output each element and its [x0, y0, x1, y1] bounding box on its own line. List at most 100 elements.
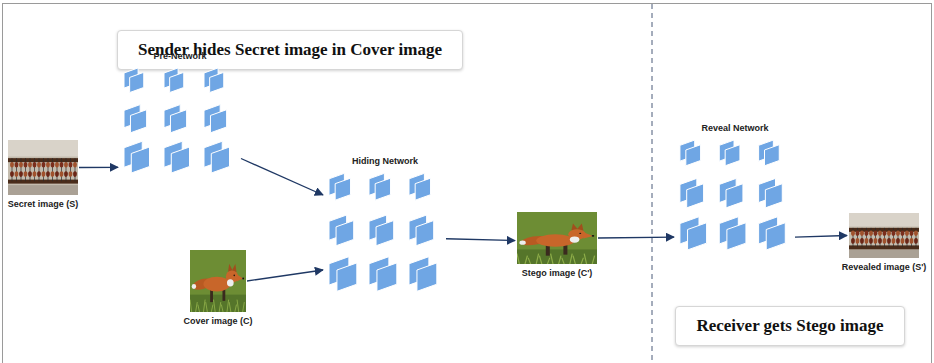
grass-blade — [214, 300, 216, 312]
network-layer-block — [170, 72, 184, 92]
abacus-bead — [33, 171, 37, 177]
abacus-rod — [70, 158, 71, 181]
network-layer-block — [211, 147, 229, 173]
abacus-bead — [878, 230, 882, 236]
grass-blade — [551, 254, 553, 264]
abacus-rod — [61, 158, 62, 181]
grass-blade — [547, 258, 549, 264]
caption: Cover image (C) — [183, 315, 252, 327]
caption: Secret image (S) — [8, 198, 79, 210]
network-layer-block — [417, 263, 437, 291]
network-icon — [325, 170, 445, 295]
abacus-bead — [60, 162, 64, 168]
grass-foreground — [517, 249, 597, 264]
grass-blade — [221, 305, 223, 312]
flow-arrow — [247, 270, 323, 281]
network-layer-block — [376, 221, 394, 246]
network-layer-block — [130, 110, 146, 133]
abacus-bead — [901, 230, 905, 236]
abacus-bead — [851, 238, 855, 244]
network-block: Reveal Network — [676, 122, 794, 252]
fox-eye — [579, 233, 581, 234]
image-box: Revealed image (S') — [842, 213, 927, 273]
network-layer-block — [130, 72, 144, 92]
network-layer-block — [171, 147, 189, 173]
photo-floor — [849, 250, 919, 258]
grass-blade — [525, 256, 527, 264]
abacus-bead — [892, 238, 896, 244]
abacus-bar — [8, 158, 78, 162]
abacus-bead — [869, 238, 873, 244]
abacus-rod — [39, 158, 40, 181]
abacus-bead — [15, 162, 19, 168]
abacus-bead — [46, 171, 50, 177]
photo — [517, 212, 597, 264]
abacus-rod — [57, 158, 58, 181]
abacus-bead — [860, 230, 864, 236]
outer-frame — [3, 4, 932, 363]
abacus-bead — [878, 238, 882, 244]
grass-blade — [517, 254, 519, 264]
grass-blade — [536, 254, 538, 264]
network-layer-block — [131, 147, 149, 173]
caption: Revealed image (S') — [842, 261, 927, 273]
grass-foreground — [190, 295, 246, 312]
abacus-rod — [16, 158, 17, 181]
flow-arrow — [598, 236, 674, 238]
network-layer-block — [415, 178, 430, 200]
network-icon — [120, 65, 240, 175]
abacus-bead — [896, 230, 900, 236]
abacus-bead — [28, 171, 32, 177]
abacus-rod — [25, 158, 26, 181]
photo-wall — [849, 213, 919, 227]
abacus-bead — [10, 162, 14, 168]
network-layer-block — [210, 110, 226, 133]
abacus-bead — [892, 230, 896, 236]
fox-chest — [570, 236, 580, 242]
abacus-rod — [66, 158, 67, 181]
grass-blade — [198, 305, 200, 312]
abacus-bead — [42, 162, 46, 168]
abacus-rod — [48, 158, 49, 181]
abacus-bead — [69, 171, 73, 177]
abacus-bead — [51, 171, 55, 177]
abacus-bead — [856, 238, 860, 244]
abacus-bead — [73, 171, 77, 177]
abacus-bead — [914, 238, 918, 244]
abacus-bead — [60, 171, 64, 177]
abacus-bead — [865, 238, 869, 244]
abacus-bead — [865, 230, 869, 236]
abacus-bead — [69, 162, 73, 168]
network-layer-block — [727, 223, 746, 250]
heading-box: Sender hides Secret image in Cover image — [117, 30, 463, 70]
network-layer-block — [725, 145, 740, 166]
abacus-bead — [28, 162, 32, 168]
abacus-bead — [10, 171, 14, 177]
abacus-bead — [64, 171, 68, 177]
network-layer-block — [726, 184, 743, 208]
grass-blade — [196, 302, 198, 312]
photo-wall — [8, 140, 78, 157]
abacus-bead — [883, 230, 887, 236]
network-layer-block — [210, 72, 224, 92]
abacus-bead — [55, 171, 59, 177]
abacus-bead — [874, 230, 878, 236]
grass-blade — [562, 258, 564, 264]
network-layer-block — [377, 263, 397, 291]
grass-blade — [203, 300, 205, 312]
section-heading: Receiver gets Stego image — [696, 316, 883, 336]
grass-blade — [528, 258, 530, 264]
grass-blade — [243, 302, 245, 312]
photo — [190, 250, 246, 312]
abacus-rod — [34, 158, 35, 181]
grass-blade — [219, 302, 221, 312]
abacus-bead — [910, 238, 914, 244]
fox-snout — [236, 274, 243, 281]
network-layer-block — [336, 221, 354, 246]
fox-nose — [242, 278, 244, 280]
heading-box: Receiver gets Stego image — [675, 306, 904, 346]
abacus-bead — [905, 238, 909, 244]
abacus-rod — [30, 158, 31, 181]
image-box: Secret image (S) — [8, 140, 79, 210]
network-layer-block — [686, 145, 701, 166]
